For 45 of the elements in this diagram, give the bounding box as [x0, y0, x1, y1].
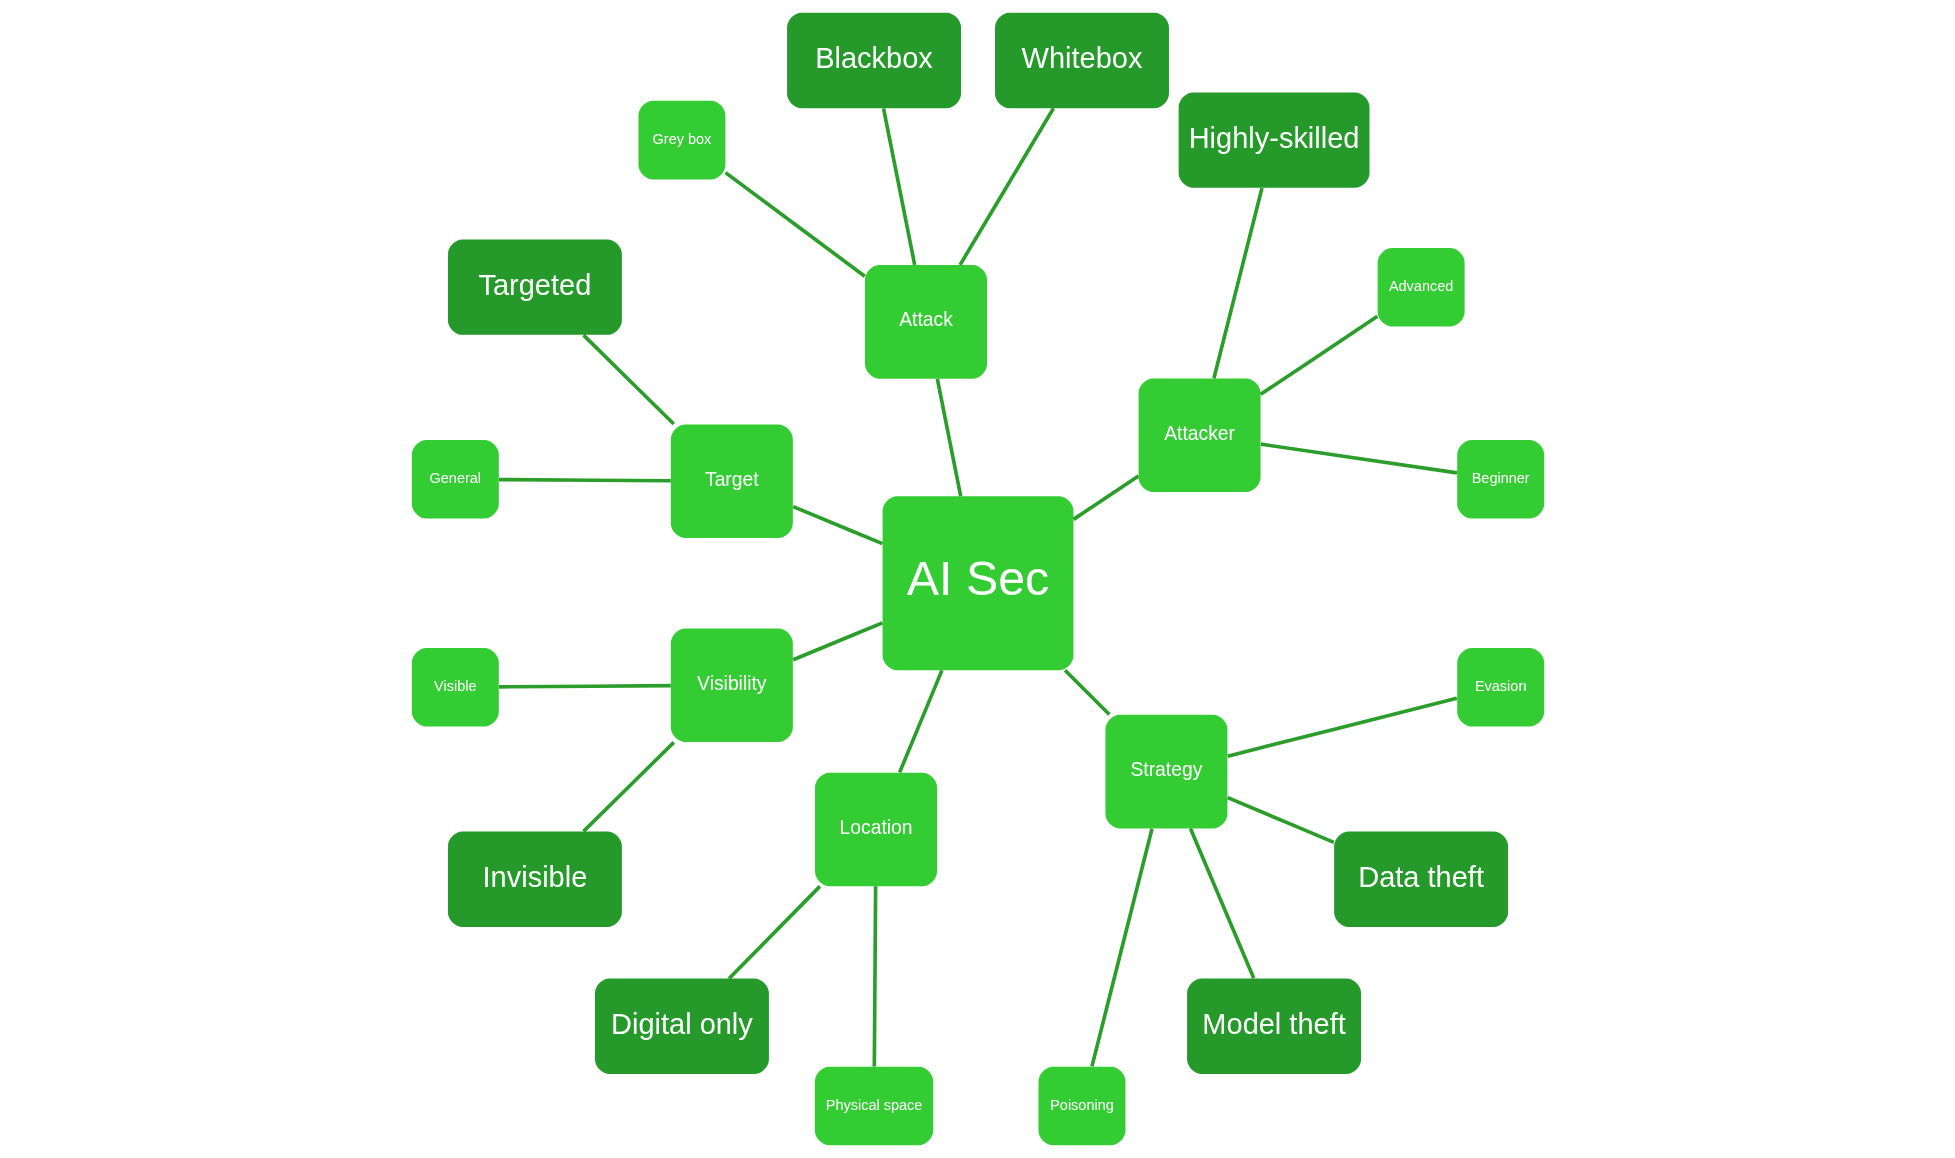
connector — [1226, 696, 1457, 758]
connector — [881, 107, 916, 266]
connector — [897, 669, 944, 774]
connector — [792, 505, 883, 546]
connector — [581, 333, 675, 426]
connector — [792, 621, 883, 662]
node-box: Blackbox — [786, 12, 961, 109]
connector — [1089, 828, 1154, 1067]
node-box: Invisible — [447, 831, 622, 927]
connector — [498, 683, 671, 689]
connector — [727, 885, 821, 980]
node-box: Attack — [864, 265, 987, 379]
node-box: Digital only — [594, 978, 769, 1075]
node-box: Beginner — [1456, 440, 1544, 519]
node-box: Poisoning — [1038, 1066, 1125, 1146]
connector — [872, 886, 877, 1067]
node-box: Evasion — [1456, 647, 1544, 727]
connector — [1226, 795, 1335, 845]
node-box: Model theft — [1186, 978, 1361, 1075]
node-box: Location — [814, 772, 937, 887]
connector — [1211, 187, 1264, 379]
node-box: General — [411, 440, 499, 519]
node-box: Whitebox — [994, 12, 1169, 109]
node-box: Target — [670, 424, 793, 539]
node-box: Attacker — [1138, 378, 1261, 492]
node-box: Strategy — [1104, 714, 1227, 829]
connector — [1063, 669, 1111, 716]
connector — [1260, 442, 1457, 475]
connector — [935, 378, 962, 497]
connector — [1188, 827, 1255, 979]
node-box: AI Sec — [882, 496, 1073, 671]
connector — [1072, 474, 1139, 521]
node-box: Grey box — [637, 100, 725, 180]
connector — [498, 477, 671, 483]
connector — [1259, 314, 1378, 396]
node-box: Advanced — [1377, 247, 1465, 327]
node-box: Highly-skilled — [1178, 92, 1369, 188]
node-box: Data theft — [1333, 831, 1508, 927]
node-box: Targeted — [447, 239, 622, 335]
node-box: Physical space — [814, 1066, 933, 1146]
connector — [723, 171, 866, 278]
node-box: Visible — [411, 647, 499, 727]
node-box: Visibility — [670, 628, 793, 742]
connector — [958, 107, 1055, 266]
connector — [581, 741, 675, 833]
